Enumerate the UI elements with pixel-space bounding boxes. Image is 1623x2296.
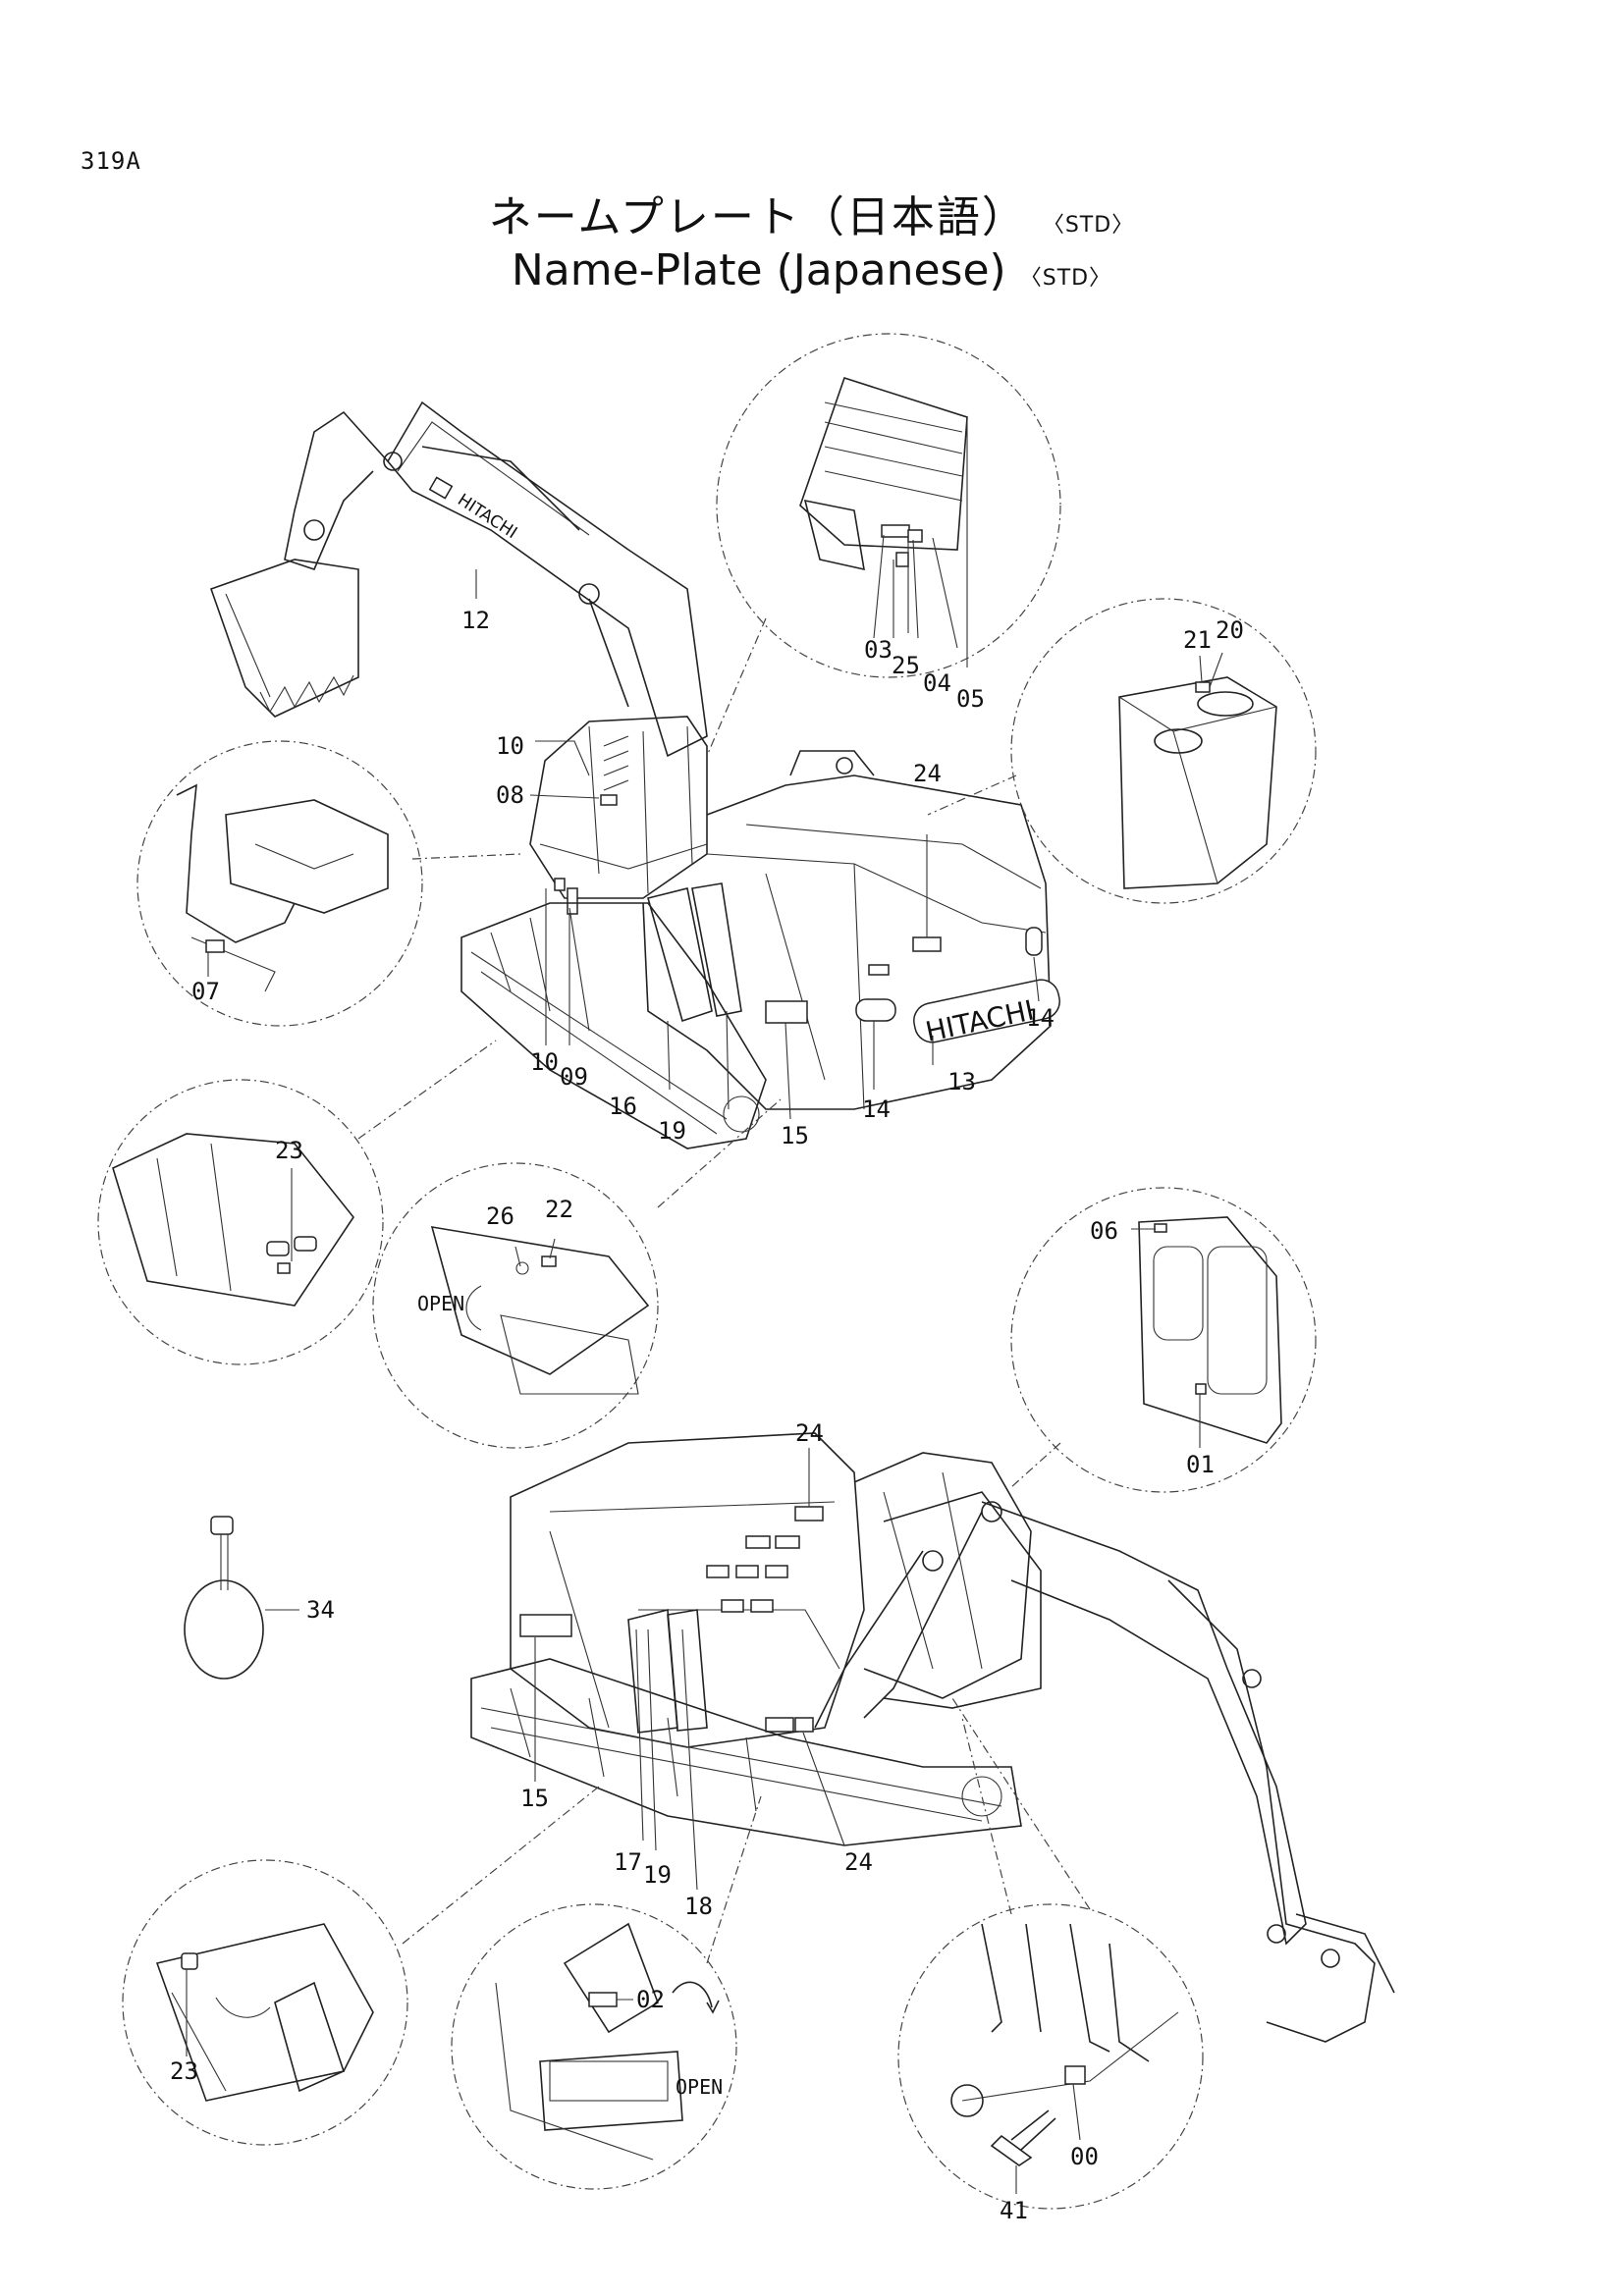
callout-07: 07 — [191, 978, 220, 1005]
callout-24-lower-top: 24 — [795, 1419, 824, 1447]
plate-08-upper — [600, 794, 618, 806]
title-english: Name-Plate (Japanese) 〈STD〉 — [0, 245, 1623, 295]
callout-04: 04 — [923, 669, 951, 697]
title-japanese: ネームプレート（日本語） 〈STD〉 — [0, 182, 1623, 244]
callout-24-lower-right: 24 — [844, 1848, 873, 1876]
callout-08: 08 — [496, 781, 524, 809]
detail-cab-window — [706, 333, 1061, 757]
detail-open-lid-lower — [451, 1795, 762, 2190]
title-japanese-text: ネームプレート（日本語） — [488, 192, 1027, 242]
open-label-lower: OPEN — [676, 2075, 723, 2099]
callout-23-lower: 23 — [170, 2057, 198, 2085]
callout-21: 21 — [1183, 626, 1212, 654]
page-number: 319A — [81, 147, 141, 175]
callout-41: 41 — [1000, 2197, 1028, 2224]
detail-tag — [184, 1516, 264, 1680]
callout-14-right: 14 — [1026, 1004, 1055, 1032]
detail-left-frame-upper — [97, 1040, 497, 1365]
callout-25: 25 — [892, 652, 920, 679]
callout-00: 00 — [1070, 2143, 1099, 2170]
callout-22: 22 — [545, 1196, 573, 1223]
detail-fuel-tank — [927, 598, 1317, 904]
callout-24-upper: 24 — [913, 760, 942, 787]
detail-lower-right — [897, 1697, 1204, 2210]
std-tag-japanese: 〈STD〉 — [1042, 213, 1135, 238]
callout-34: 34 — [306, 1596, 335, 1624]
detail-open-lid-upper — [372, 1098, 782, 1449]
callout-18: 18 — [684, 1893, 713, 1920]
callout-19-upper: 19 — [658, 1117, 686, 1145]
leader-lines — [186, 538, 1223, 2194]
excavator-lower-view — [470, 1432, 1395, 2043]
callout-01: 01 — [1186, 1451, 1215, 1478]
callout-10-upper: 10 — [496, 732, 524, 760]
callouts: 12 03 25 04 05 21 20 10 08 24 07 14 13 1… — [170, 607, 1244, 2224]
detail-cab-door — [1010, 1187, 1317, 1493]
callout-14-left: 14 — [862, 1095, 891, 1123]
callout-05: 05 — [956, 685, 985, 713]
callout-23-upper: 23 — [275, 1137, 303, 1164]
title-english-text: Name-Plate (Japanese) — [511, 245, 1006, 295]
detail-left-frame-lower — [122, 1786, 600, 2146]
callout-20: 20 — [1216, 616, 1244, 644]
callout-26: 26 — [486, 1202, 514, 1230]
callout-17: 17 — [614, 1848, 642, 1876]
callout-13: 13 — [947, 1068, 976, 1095]
open-label-upper: OPEN — [417, 1292, 464, 1315]
callout-10-lower: 10 — [530, 1048, 559, 1076]
callout-06: 06 — [1090, 1217, 1118, 1245]
callout-15-upper: 15 — [781, 1122, 809, 1149]
callout-03: 03 — [864, 636, 893, 664]
callout-19-lower: 19 — [643, 1861, 672, 1889]
std-tag-english: 〈STD〉 — [1019, 266, 1112, 291]
callout-02: 02 — [636, 1986, 665, 2013]
callout-09: 09 — [560, 1063, 588, 1091]
detail-operator-seat — [136, 740, 521, 1027]
callout-15-lower: 15 — [520, 1785, 549, 1812]
callout-16: 16 — [609, 1093, 637, 1120]
callout-12: 12 — [461, 607, 490, 634]
